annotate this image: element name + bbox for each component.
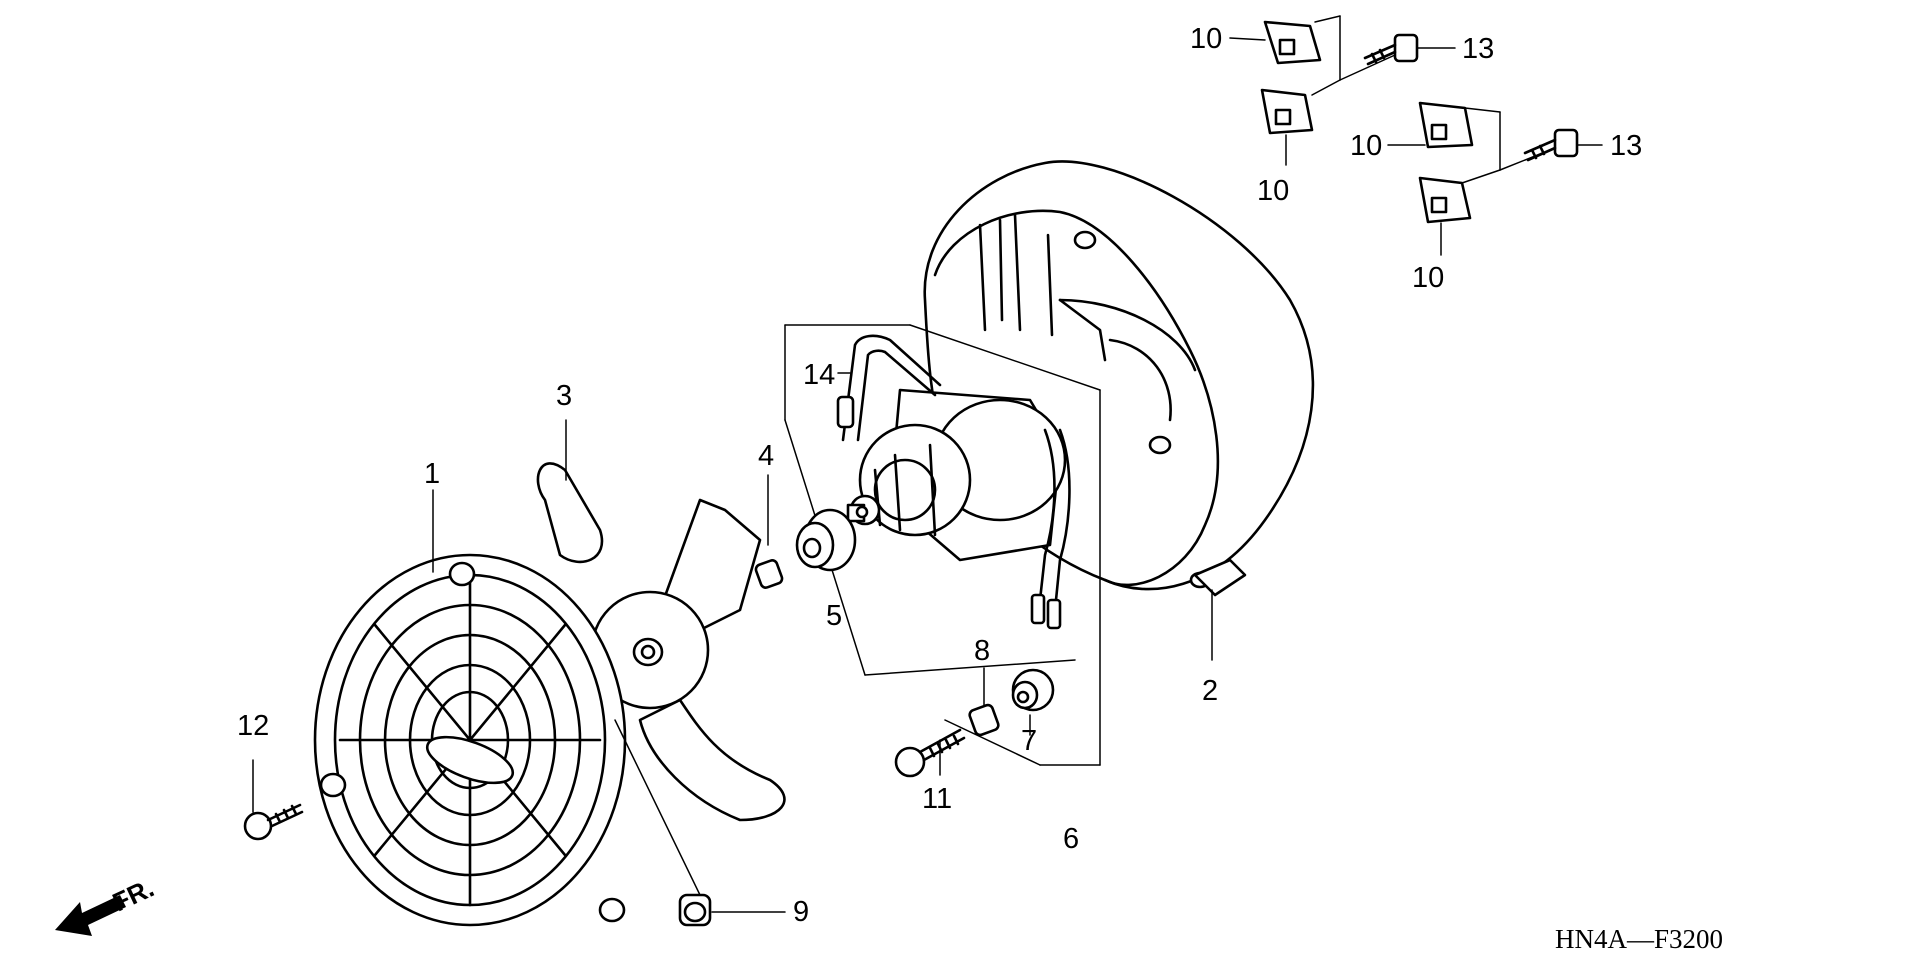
clip-10b <box>1260 88 1314 166</box>
bolt-13a <box>1363 33 1456 66</box>
callout-2: 2 <box>1202 675 1218 707</box>
nut-9 <box>614 719 786 927</box>
clip-brackets <box>1311 15 1551 184</box>
diagram-code: HN4A—F3200 <box>1555 924 1723 954</box>
collar-8 <box>968 667 1000 737</box>
callout-13a: 13 <box>1462 33 1494 65</box>
callout-9: 9 <box>793 896 809 928</box>
callout-1: 1 <box>424 458 440 490</box>
breather-tube <box>836 334 942 442</box>
bolt-13b <box>1523 128 1603 162</box>
collar-4 <box>754 474 784 589</box>
callout-10c: 10 <box>1350 130 1382 162</box>
fan-motor <box>784 324 1101 766</box>
callout-8: 8 <box>974 635 990 667</box>
callout-13b: 13 <box>1610 130 1642 162</box>
callout-6: 6 <box>1063 823 1079 855</box>
motor-cap-5 <box>795 508 857 572</box>
callout-10a: 10 <box>1190 23 1222 55</box>
clip-10d <box>1418 176 1472 256</box>
clip-10c <box>1387 101 1474 149</box>
callout-10b: 10 <box>1257 175 1289 207</box>
front-direction-arrow: FR. <box>55 873 159 936</box>
fan-blade <box>536 419 786 822</box>
grommet-7 <box>1011 668 1055 736</box>
screw-12 <box>243 759 304 841</box>
callout-7: 7 <box>1021 725 1037 757</box>
clip-10a <box>1229 20 1322 65</box>
callout-14: 14 <box>803 359 835 391</box>
callout-5: 5 <box>826 600 842 632</box>
fan-guard <box>313 489 627 927</box>
callout-12: 12 <box>237 710 269 742</box>
bolt-11 <box>894 728 966 778</box>
callout-10d: 10 <box>1412 262 1444 294</box>
callout-4: 4 <box>758 440 774 472</box>
callout-11: 11 <box>922 783 952 815</box>
callout-3: 3 <box>556 380 572 412</box>
